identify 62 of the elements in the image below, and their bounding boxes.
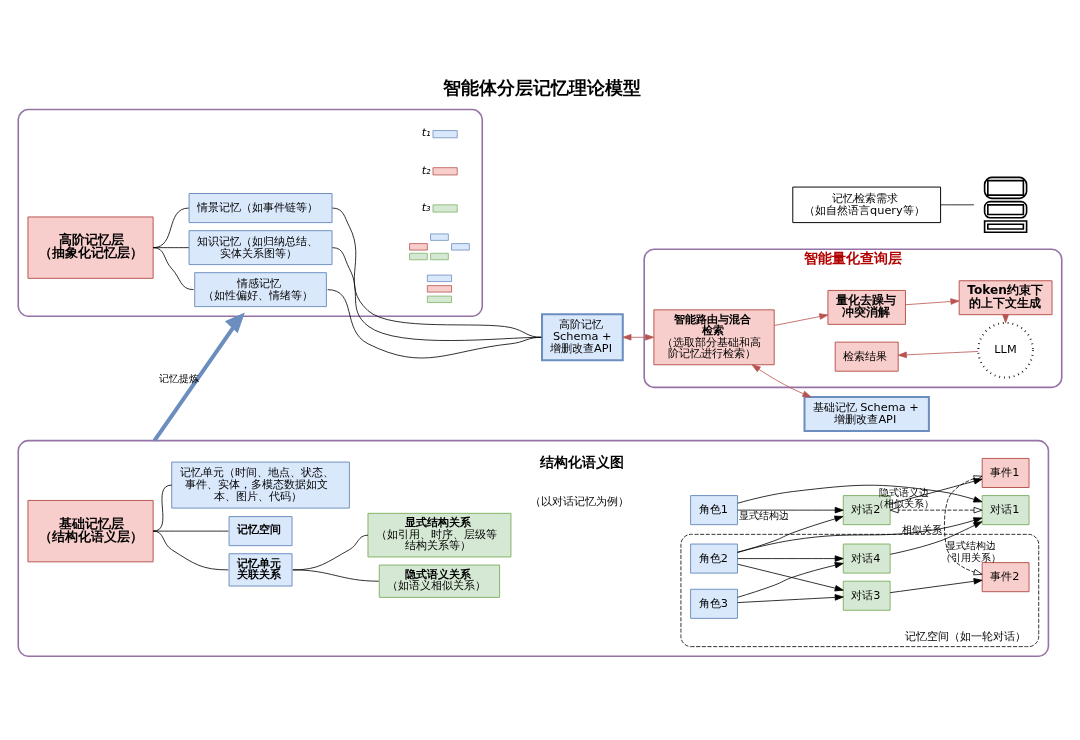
connector xyxy=(152,530,229,571)
node-box: 对话1 xyxy=(981,495,1030,526)
connector xyxy=(327,289,542,359)
connector xyxy=(292,534,369,571)
node-box: 显式结构关系 （如引用、时序、层级等结构关系等） xyxy=(367,512,512,558)
node-box: 记忆单元（时间、地点、状态、事件、实体，多模态数据如文本、图片、代码） xyxy=(171,461,350,509)
node-box: 检索结果 xyxy=(834,341,899,372)
edge-label: 显式结构边（引用关系） xyxy=(940,539,1001,563)
node-circle: LLM xyxy=(977,321,1034,379)
node-box: 高阶记忆层（抽象化记忆层） xyxy=(27,216,154,279)
connector xyxy=(292,569,380,582)
arrow xyxy=(737,517,983,553)
arrow xyxy=(737,563,844,592)
node-box: 知识记忆（如归纳总结、实体关系图等） xyxy=(188,230,333,266)
connector xyxy=(152,484,173,532)
arrow xyxy=(152,312,245,442)
arrow xyxy=(944,475,983,576)
arrow xyxy=(737,484,983,504)
node-box: 量化去躁与冲突消解 xyxy=(827,289,906,325)
cluster xyxy=(17,439,1050,658)
node-box: 基础记忆 Schema + 增删改查API xyxy=(803,396,930,432)
arrow xyxy=(737,562,844,598)
node-box: 情感记忆（如性偏好、情绪等） xyxy=(194,272,327,308)
node-box: 记忆单元关联关系 xyxy=(228,553,293,587)
label: 结构化语义图 xyxy=(540,454,625,471)
node-box: 智能路由与混合检索 （选取部分基础和高阶记忆进行检索） xyxy=(653,309,775,366)
diagram-title: 智能体分层记忆理论模型 xyxy=(443,77,642,98)
node-box: 记忆空间 xyxy=(228,516,293,547)
arrow xyxy=(889,478,983,505)
connector xyxy=(940,204,975,206)
arrow xyxy=(737,555,844,562)
node-box: 隐式语义关系 （如语义相似关系） xyxy=(378,564,501,598)
arrow xyxy=(737,515,844,553)
arrow xyxy=(889,578,983,594)
arrow xyxy=(889,506,983,514)
label: t₂ xyxy=(421,163,431,177)
edge-label: 显式结构边 xyxy=(739,508,790,521)
label: t₃ xyxy=(421,200,431,214)
node-box: 事件2 xyxy=(981,562,1030,593)
arrow xyxy=(737,594,844,603)
node-box: 对话4 xyxy=(842,543,891,574)
node-box: 高阶记忆 Schema + 增删改查API xyxy=(541,313,624,362)
node-box: 角色2 xyxy=(690,543,738,574)
arrow xyxy=(773,313,829,326)
node-box: 对话3 xyxy=(842,580,891,611)
arrow xyxy=(622,334,655,341)
node-box: 事件1 xyxy=(981,457,1030,488)
arrow xyxy=(751,364,812,398)
label: （以对话记忆为例） xyxy=(530,495,630,509)
node-box: 角色3 xyxy=(690,588,738,619)
arrow xyxy=(905,298,960,306)
arrow xyxy=(897,351,979,359)
connector xyxy=(152,247,194,291)
arrow xyxy=(889,521,983,555)
node-box: 记忆检索需求（如自然语言query等） xyxy=(792,186,942,224)
connector xyxy=(332,207,542,338)
arrow xyxy=(737,506,844,514)
connector xyxy=(152,530,229,532)
label: t₁ xyxy=(421,126,431,140)
node-box: 基础记忆层（结构化语义层） xyxy=(27,499,154,563)
node-box: 情景记忆（如事件链等） xyxy=(188,193,333,224)
node-box: 角色1 xyxy=(690,495,738,526)
